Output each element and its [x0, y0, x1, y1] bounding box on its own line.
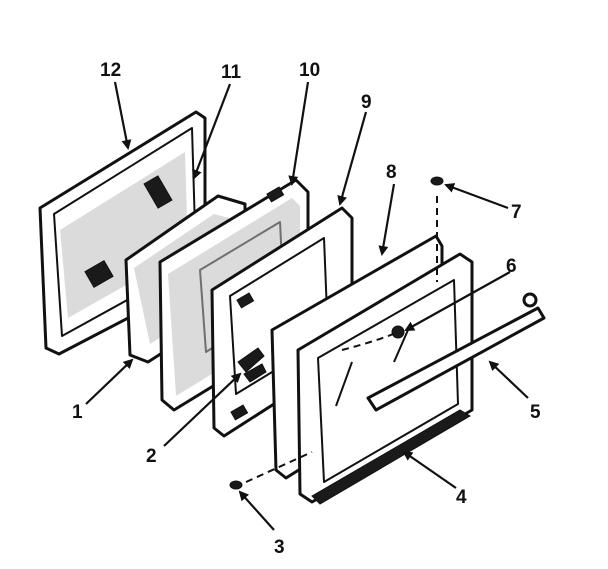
callout-1: 1 — [72, 402, 83, 423]
part-7-top-screw — [430, 176, 444, 186]
leader-4 — [402, 450, 457, 489]
leader-2 — [163, 372, 242, 447]
assembly-guide-screw — [341, 331, 399, 351]
leader-6 — [404, 271, 511, 331]
callout-12: 12 — [100, 60, 121, 81]
leader-5 — [488, 360, 529, 399]
leader-11 — [192, 83, 232, 180]
leader-1 — [85, 358, 134, 405]
part-6-screw — [391, 325, 405, 339]
callout-9: 9 — [361, 92, 372, 113]
callout-2: 2 — [146, 446, 157, 467]
callout-8: 8 — [386, 162, 397, 183]
part-3-bottom-screw — [229, 480, 243, 490]
part-2-hinge — [237, 347, 267, 383]
callout-6: 6 — [506, 256, 517, 277]
leader-7 — [444, 183, 509, 210]
callout-10: 10 — [299, 60, 320, 81]
part-4-outer-door-frame — [296, 252, 474, 505]
callout-11: 11 — [221, 62, 242, 83]
leader-10 — [288, 81, 310, 186]
leader-9 — [337, 111, 368, 206]
leader-3 — [238, 490, 275, 531]
callout-4: 4 — [456, 487, 467, 508]
leader-8 — [378, 183, 396, 256]
leader-12 — [113, 81, 132, 150]
part-9-liner-frame — [210, 206, 354, 438]
callout-7: 7 — [511, 202, 522, 223]
callout-5: 5 — [530, 402, 541, 423]
assembly-guide-bottom — [245, 451, 313, 483]
part-5-door-handle — [366, 292, 546, 412]
callout-3: 3 — [274, 537, 285, 558]
